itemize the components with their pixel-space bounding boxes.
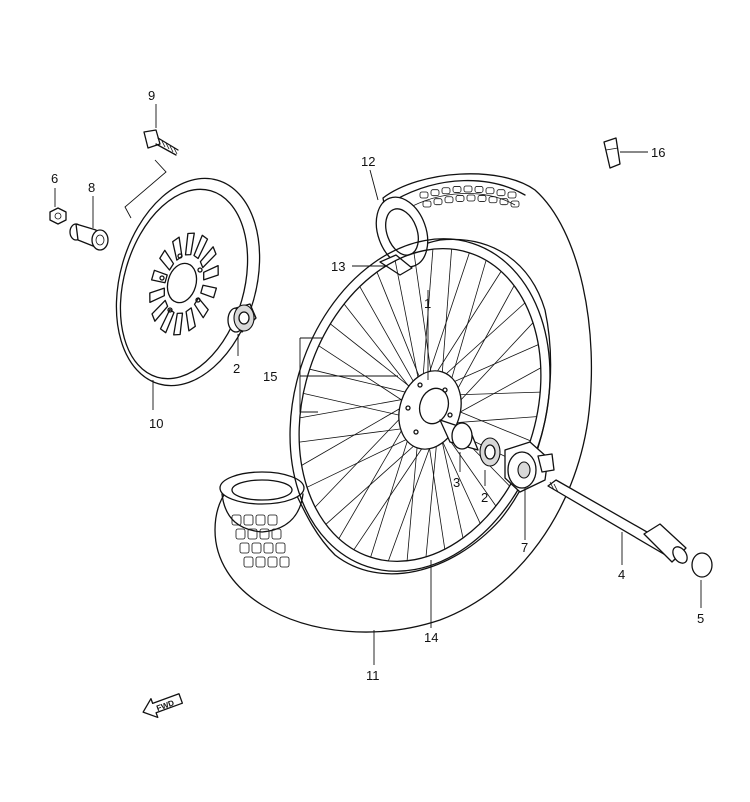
tread-block xyxy=(430,189,440,197)
tread-block xyxy=(263,542,274,554)
callout-12: 12 xyxy=(361,154,375,169)
tread-block xyxy=(267,514,278,526)
tread-block xyxy=(510,200,520,208)
brake-disc xyxy=(115,177,261,387)
callout-3: 3 xyxy=(453,475,460,490)
disc-slot xyxy=(200,284,218,299)
tread-block xyxy=(243,514,254,526)
hub xyxy=(398,370,479,451)
callout-4: 4 xyxy=(618,567,625,582)
tread-block xyxy=(485,187,495,195)
callout-7: 7 xyxy=(521,540,528,555)
tread-block xyxy=(231,514,242,526)
disc-slot xyxy=(185,307,196,332)
collar xyxy=(69,223,109,251)
tread-block xyxy=(255,514,266,526)
disc-slot xyxy=(193,234,209,260)
disc-slot xyxy=(203,264,219,281)
speedometer-gearbox xyxy=(504,441,555,493)
tread-block xyxy=(474,186,484,193)
disc-slot xyxy=(159,249,175,271)
callout-10: 9 xyxy=(148,88,155,103)
callout-9: 10 xyxy=(149,416,163,431)
disc-slot xyxy=(151,299,169,322)
callout-15: 15 xyxy=(263,369,277,384)
callout-16: 16 xyxy=(651,145,665,160)
tread-block xyxy=(466,194,476,202)
tread-block xyxy=(463,185,473,193)
callout-2-left: 2 xyxy=(233,361,240,376)
disc-slot xyxy=(199,246,217,269)
tread-block xyxy=(279,556,290,568)
tread-block xyxy=(243,556,254,568)
fwd-direction-arrow: FWD xyxy=(142,693,184,719)
disc-bolt xyxy=(143,129,179,156)
tread-pattern-top xyxy=(419,185,520,208)
fwd-label: FWD xyxy=(155,698,175,713)
tread-block xyxy=(275,542,286,554)
disc-slot xyxy=(149,287,165,304)
tread-block xyxy=(488,196,498,204)
tread-block xyxy=(433,198,443,206)
spoke xyxy=(330,323,422,397)
disc-slot xyxy=(173,312,184,336)
disc-slots xyxy=(149,232,219,336)
callout-5: 5 xyxy=(697,611,704,626)
disc-slot xyxy=(172,236,183,261)
callout-6: 6 xyxy=(51,171,58,186)
spacer-right xyxy=(479,437,501,467)
tread-block xyxy=(267,556,278,568)
tread-block xyxy=(259,528,270,540)
tread-block xyxy=(455,195,465,202)
tread-block xyxy=(444,196,454,204)
callout-13: 13 xyxy=(331,259,345,274)
leader-lines xyxy=(54,104,702,665)
spoke xyxy=(421,249,434,397)
spoke xyxy=(309,368,422,397)
tread-block xyxy=(499,198,509,206)
tread-block xyxy=(422,200,432,208)
disc-slot xyxy=(159,308,175,334)
tread-block xyxy=(496,189,506,197)
valve-cap xyxy=(603,137,621,169)
tread-block xyxy=(452,186,462,193)
tread-block xyxy=(251,542,262,554)
tire xyxy=(214,173,593,633)
callout-1: 1 xyxy=(424,296,431,311)
callout-labels: 9 6 8 2 10 12 13 1 15 3 2 7 4 5 16 14 11 xyxy=(51,88,704,683)
callout-2-right: 2 xyxy=(481,490,488,505)
disc-slot xyxy=(184,232,195,256)
callout-11: 11 xyxy=(366,668,380,683)
callout-8: 8 xyxy=(88,180,95,195)
disc-slot xyxy=(193,297,209,319)
spacer-left xyxy=(227,303,257,333)
axle xyxy=(547,479,688,564)
spoke xyxy=(394,260,422,397)
tread-block xyxy=(235,528,246,540)
tread-block xyxy=(507,191,517,199)
tread-block xyxy=(239,542,250,554)
axle-cap xyxy=(691,552,713,578)
tread-block xyxy=(477,195,487,202)
tread-pattern-bottom xyxy=(231,514,290,568)
nut xyxy=(49,207,67,225)
tread-block xyxy=(255,556,266,568)
spoke xyxy=(359,286,422,397)
tread-block xyxy=(247,528,258,540)
tread-block xyxy=(419,191,429,199)
disc-slot xyxy=(150,269,168,284)
tread-block xyxy=(441,187,451,195)
callout-14: 14 xyxy=(424,630,438,645)
